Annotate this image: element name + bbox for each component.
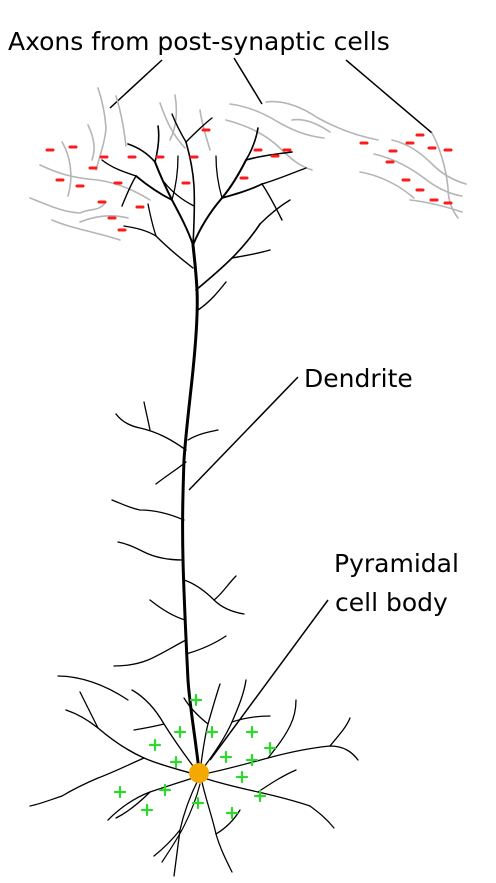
positive-charge-mark xyxy=(207,727,217,737)
positive-charge-mark xyxy=(142,805,152,815)
positive-charge-mark xyxy=(247,727,257,737)
axons-label: Axons from post-synaptic cells xyxy=(8,27,390,56)
positive-charge-mark xyxy=(175,727,185,737)
axon-leader-middle xyxy=(234,58,262,104)
pyramidal-cell-body xyxy=(189,763,209,783)
positive-charge-mark xyxy=(255,791,265,801)
negative-charges xyxy=(47,130,451,230)
cell-body-label-line1: Pyramidal xyxy=(334,549,459,578)
axon-fibers xyxy=(30,88,466,240)
cell-body-leader xyxy=(210,600,328,760)
positive-charge-mark xyxy=(150,740,160,750)
positive-charge-mark xyxy=(115,787,125,797)
positive-charge-mark xyxy=(221,752,231,762)
cell-body-label-line2: cell body xyxy=(335,588,448,617)
positive-charge-mark xyxy=(193,798,203,808)
dendrite-label: Dendrite xyxy=(304,364,413,393)
axon-leader-right xyxy=(346,60,432,133)
positive-charge-mark xyxy=(171,757,181,767)
positive-charge-mark xyxy=(237,772,247,782)
positive-charge-mark xyxy=(191,695,201,705)
apical-dendrite-tree xyxy=(102,114,306,780)
